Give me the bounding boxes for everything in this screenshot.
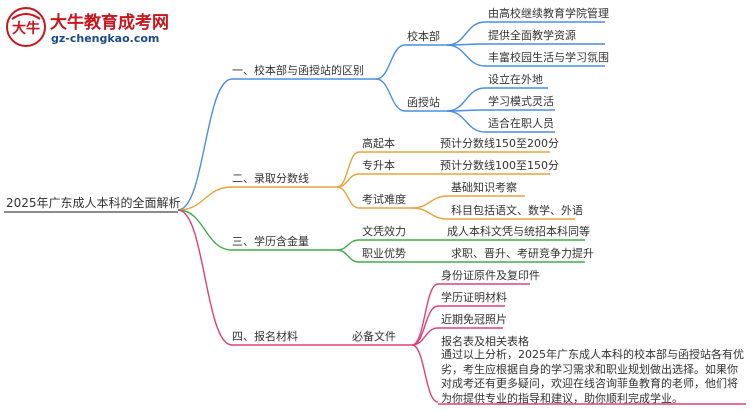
branch-2-sub-2: 专升本	[362, 159, 395, 172]
branch-2-label: 二、录取分数线	[232, 172, 309, 185]
link-b2-s3	[336, 186, 360, 209]
link-b1-s1-leaf	[446, 44, 486, 67]
branch-3-sub-2: 职业优势	[362, 247, 406, 260]
branch-4-sub-1-leaf-1: 身份证原件及复印件	[441, 269, 540, 282]
branch-4-sub-1: 必备文件	[352, 330, 396, 343]
branch-3-sub-2-leaf-1: 求职、晋升、考研竞争力提升	[451, 247, 594, 260]
link-root-b4	[177, 209, 233, 346]
branch-2-sub-3-leaf-2: 科目包括语文、数学、外语	[451, 204, 583, 217]
branch-1-sub-1-leaf-2: 提供全面教学资源	[488, 29, 576, 42]
link-b1-s1	[375, 44, 406, 80]
branch-1-sub-1-leaf-3: 丰富校园生活与学习氛围	[488, 51, 609, 64]
logo-title: 大牛教育成考网	[50, 13, 169, 33]
logo-url: gz-chengkao.com	[51, 32, 160, 45]
branch-3-label: 三、学历含金量	[232, 235, 309, 248]
link-root-b3	[177, 209, 233, 251]
link-root-b1	[177, 78, 233, 211]
branch-4-label: 四、报名材料	[232, 330, 298, 343]
link-b2-s2	[336, 173, 360, 188]
link-b2-s3-leaf2	[411, 207, 449, 220]
branch-4-sub-1-leaf-3: 近期免冠照片	[441, 313, 507, 326]
link-b4-s1-leaf	[411, 327, 439, 346]
branch-1-label: 一、校本部与函授站的区别	[232, 64, 364, 77]
logo-mark-icon: 大牛	[6, 7, 46, 47]
branch-1-sub-2-leaf-2: 学习模式灵活	[488, 95, 554, 108]
branch-3-sub-1: 文凭效力	[362, 225, 406, 238]
branch-1-sub-2-leaf-3: 适合在职人员	[488, 117, 554, 130]
site-logo[interactable]: 大牛 大牛教育成考网 gz-chengkao.com	[4, 5, 194, 49]
branch-2-sub-2-leaf-1: 预计分数线100至150分	[440, 159, 559, 172]
link-b1-s1-leaf	[446, 21, 486, 46]
link-b1-s2-leaf	[446, 110, 486, 133]
branch-4-sub-1-leaf-4: 报名表及相关表格	[441, 335, 529, 348]
branch-1-sub-2: 函授站	[407, 96, 440, 109]
link-b2-s1	[336, 151, 360, 188]
branch-2-sub-1: 高起本	[362, 137, 395, 150]
branch-4-sub-1-leaf-2: 学历证明材料	[441, 291, 507, 304]
branch-2-sub-3: 考试难度	[362, 193, 406, 206]
link-b1-s2	[375, 78, 406, 112]
branch-3-sub-1-leaf-1: 成人本科文凭与统招本科同等	[447, 225, 590, 238]
svg-text:大牛: 大牛	[12, 20, 40, 37]
link-root-b2	[177, 186, 233, 211]
branch-2-sub-1-leaf-1: 预计分数线150至200分	[440, 137, 559, 150]
mindmap-root: 2025年广东成人本科的全面解析	[6, 196, 181, 210]
link-b4-s1-note	[411, 344, 439, 403]
branch-2-sub-3-leaf-1: 基础知识考察	[451, 181, 517, 194]
link-b1-s2-leaf	[446, 87, 486, 112]
summary-paragraph: 通过以上分析，2025年广东成人本科的校本部与函授站各有优劣，考生应根据自身的学…	[441, 348, 744, 405]
link-b3-s1	[336, 239, 360, 251]
branch-1-sub-1: 校本部	[407, 30, 440, 43]
branch-1-sub-2-leaf-1: 设立在外地	[488, 73, 543, 86]
link-b3-s2	[336, 249, 360, 263]
branch-1-sub-1-leaf-1: 由高校继续教育学院管理	[488, 7, 609, 20]
link-b2-s3-leaf1	[411, 195, 449, 209]
